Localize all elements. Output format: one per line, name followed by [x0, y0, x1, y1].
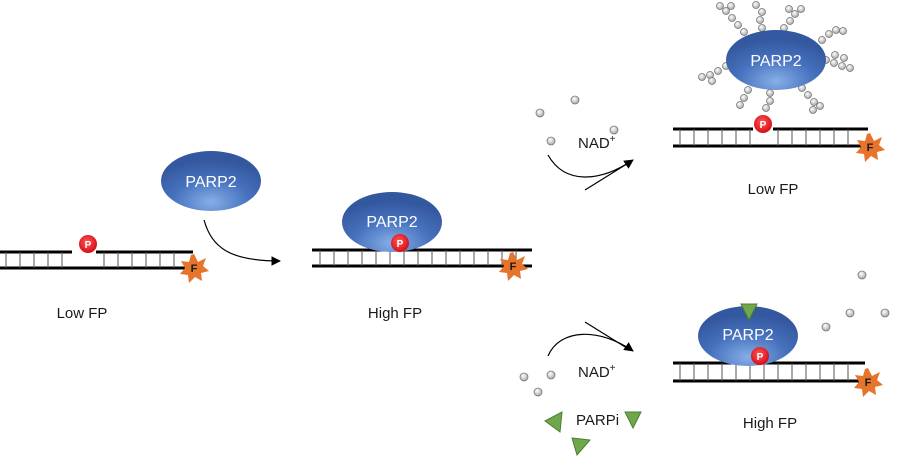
parpi-inhibitor-icon	[740, 303, 758, 322]
svg-text:F: F	[191, 263, 198, 275]
svg-text:P: P	[397, 239, 404, 250]
parp2-label: PARP2	[750, 53, 801, 70]
fp-state-label-parylated: Low FP	[748, 181, 799, 198]
dna-duplex-unbound	[0, 250, 193, 270]
svg-text:P: P	[85, 240, 92, 251]
svg-text:F: F	[510, 261, 517, 273]
svg-text:P: P	[760, 120, 767, 131]
parp2-protein-trapped: PARP2	[698, 306, 798, 366]
svg-text:F: F	[865, 377, 872, 389]
parp2-protein-bound: PARP2	[342, 192, 442, 252]
fluorophore-star-icon: F	[499, 252, 528, 281]
parp2-label: PARP2	[366, 214, 417, 231]
parp2-protein-parylated: PARP2	[726, 30, 826, 90]
nad-label-upper: NAD+	[578, 134, 616, 152]
parpi-label: PARPi	[576, 412, 619, 429]
fluorophore-star-icon: F	[854, 368, 883, 397]
parp2-protein-free: PARP2	[161, 151, 261, 211]
phosphate-icon: P	[79, 235, 97, 253]
fp-state-label-inhibited: High FP	[743, 415, 797, 432]
phosphate-icon: P	[391, 234, 409, 252]
dna-duplex-bound	[312, 248, 532, 268]
parp2-label: PARP2	[722, 327, 773, 344]
parpi-inhibitor-icons	[544, 411, 642, 457]
inhibition-arrow	[547, 333, 634, 357]
svg-text:F: F	[867, 142, 874, 154]
nad-molecule-icons	[535, 95, 619, 146]
parylation-arrow	[547, 154, 634, 178]
fp-state-label-unbound: Low FP	[57, 305, 108, 322]
inhibition-arrow-tail	[584, 321, 631, 351]
fluorophore-star-icon: F	[856, 133, 885, 162]
phosphate-icon: P	[751, 347, 769, 365]
binding-arrow	[203, 219, 281, 266]
nad-molecule-icons	[519, 270, 890, 397]
dna-duplex-released	[673, 127, 868, 148]
dna-duplex-trapped	[673, 361, 865, 383]
parp2-label: PARP2	[185, 174, 236, 191]
svg-text:P: P	[757, 352, 764, 363]
fluorophore-star-icon: F	[180, 254, 209, 283]
fp-state-label-bound: High FP	[368, 305, 422, 322]
nad-label-lower: NAD+	[578, 363, 616, 381]
phosphate-icon: P	[754, 115, 772, 133]
